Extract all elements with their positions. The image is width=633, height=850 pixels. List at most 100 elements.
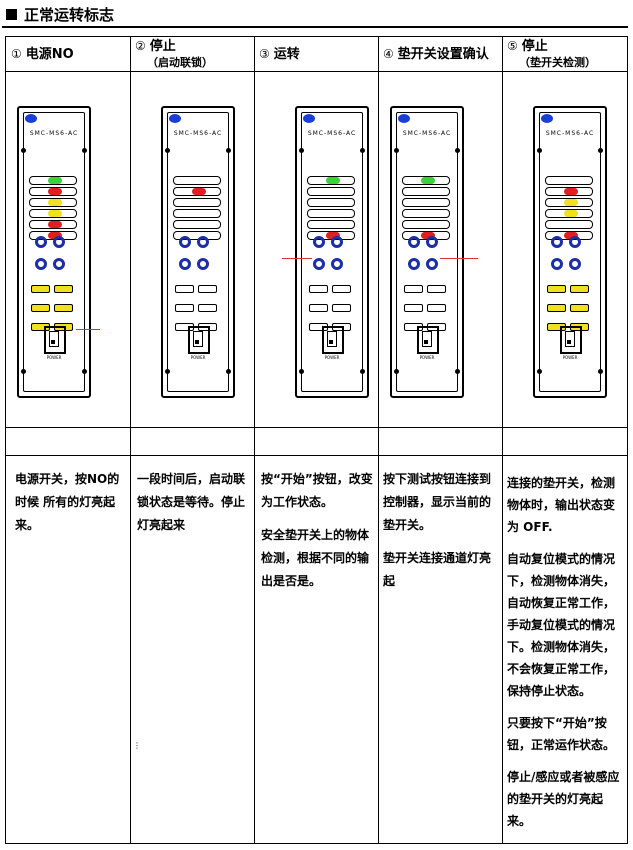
indicator-row [545, 209, 593, 218]
indicator-led [326, 210, 340, 217]
indicator-led [421, 177, 435, 184]
indicator-led [326, 199, 340, 206]
indicator-row [173, 176, 221, 185]
panel-frame [539, 112, 601, 392]
indicator-row [173, 209, 221, 218]
knob-icon [551, 236, 563, 248]
channel-button [309, 304, 328, 312]
knob-icon [53, 236, 65, 248]
indicator-led [48, 210, 62, 217]
indicator-led [421, 232, 435, 239]
knob-icon [313, 236, 325, 248]
screw-icon [226, 148, 231, 153]
knob-group [405, 236, 449, 280]
stray-dots: ⋮ [133, 741, 141, 750]
channel-button [404, 285, 423, 293]
indicator-row [29, 220, 77, 229]
indicator-rows [173, 176, 221, 242]
indicator-row [307, 176, 355, 185]
channel-button [332, 304, 351, 312]
channel-button [175, 285, 194, 293]
power-label: POWER [324, 355, 340, 360]
indicator-row [545, 176, 593, 185]
screw-icon [537, 369, 542, 374]
channel-button [570, 285, 589, 293]
screw-icon [360, 369, 365, 374]
channel-button [198, 304, 217, 312]
indicator-led [564, 188, 578, 195]
indicator-led [564, 221, 578, 228]
description-1: 电源开关，按NO的时候 所有的灯亮起来。 [15, 472, 120, 532]
indicator-row [29, 209, 77, 218]
knob-group [32, 236, 76, 280]
model-label: SMC-MS6-AC [29, 130, 79, 137]
screw-icon [165, 369, 170, 374]
model-label: SMC-MS6-AC [173, 130, 223, 137]
knob-group [548, 236, 592, 280]
channel-button [175, 304, 194, 312]
panel-frame [396, 112, 458, 392]
screw-icon [21, 148, 26, 153]
screw-icon [165, 148, 170, 153]
indicator-led [564, 210, 578, 217]
indicator-row [307, 187, 355, 196]
screw-icon [598, 148, 603, 153]
power-switch-icon [417, 326, 439, 354]
indicator-row [402, 187, 450, 196]
indicator-row [307, 198, 355, 207]
indicator-led [421, 210, 435, 217]
power-switch-icon [44, 326, 66, 354]
controller-panel: SMC-MS6-AC POWER [161, 106, 235, 398]
bullet-square-icon [6, 9, 17, 20]
indicator-rows [307, 176, 355, 242]
knob-icon [313, 258, 325, 270]
brand-logo-icon [25, 114, 37, 123]
knob-icon [569, 236, 581, 248]
screw-icon [455, 369, 460, 374]
channel-button [427, 285, 446, 293]
screw-icon [82, 148, 87, 153]
channel-button [54, 304, 73, 312]
indicator-led [48, 188, 62, 195]
indicator-row [173, 187, 221, 196]
indicator-led [564, 232, 578, 239]
panel-frame [167, 112, 229, 392]
channel-button [427, 304, 446, 312]
indicator-rows [402, 176, 450, 242]
indicator-row [29, 176, 77, 185]
power-label: POWER [419, 355, 435, 360]
knob-icon [53, 258, 65, 270]
knob-icon [569, 258, 581, 270]
indicator-row [545, 187, 593, 196]
power-switch-icon [322, 326, 344, 354]
panel-frame [301, 112, 363, 392]
channel-button [547, 285, 566, 293]
indicator-row [402, 220, 450, 229]
screw-icon [394, 148, 399, 153]
knob-icon [179, 236, 191, 248]
power-label: POWER [562, 355, 578, 360]
indicator-row [402, 209, 450, 218]
knob-group [310, 236, 354, 280]
knob-icon [426, 236, 438, 248]
power-label: POWER [190, 355, 206, 360]
indicator-led [48, 221, 62, 228]
screw-icon [360, 148, 365, 153]
knob-icon [408, 236, 420, 248]
knob-icon [426, 258, 438, 270]
channel-button [54, 285, 73, 293]
indicator-led [326, 188, 340, 195]
screw-icon [82, 369, 87, 374]
indicator-led [48, 199, 62, 206]
indicator-led [564, 177, 578, 184]
channel-button [404, 304, 423, 312]
section-title-bar: 正常运转标志 [2, 2, 628, 30]
screw-icon [455, 148, 460, 153]
channel-button [309, 285, 328, 293]
indicator-led [421, 221, 435, 228]
brand-logo-icon [303, 114, 315, 123]
